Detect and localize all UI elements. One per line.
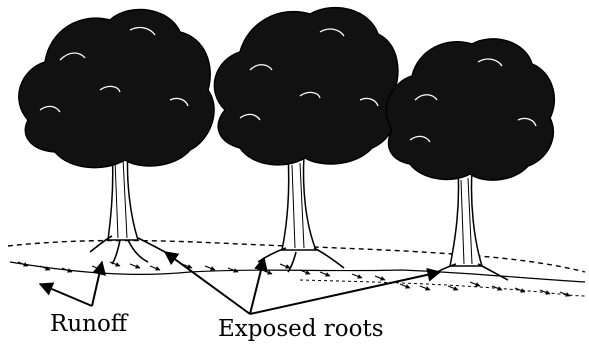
lower-ground-line — [299, 279, 586, 297]
runoff-callout-arrows — [38, 260, 107, 307]
tree-right — [385, 38, 555, 281]
runoff-label: Runoff — [50, 311, 128, 337]
tree-left — [18, 8, 215, 265]
exposed-roots-callout-arrows — [163, 251, 442, 315]
exposed-roots-label: Exposed roots — [218, 316, 384, 342]
tree-middle — [213, 6, 399, 273]
eroded-ground-line — [9, 261, 586, 283]
